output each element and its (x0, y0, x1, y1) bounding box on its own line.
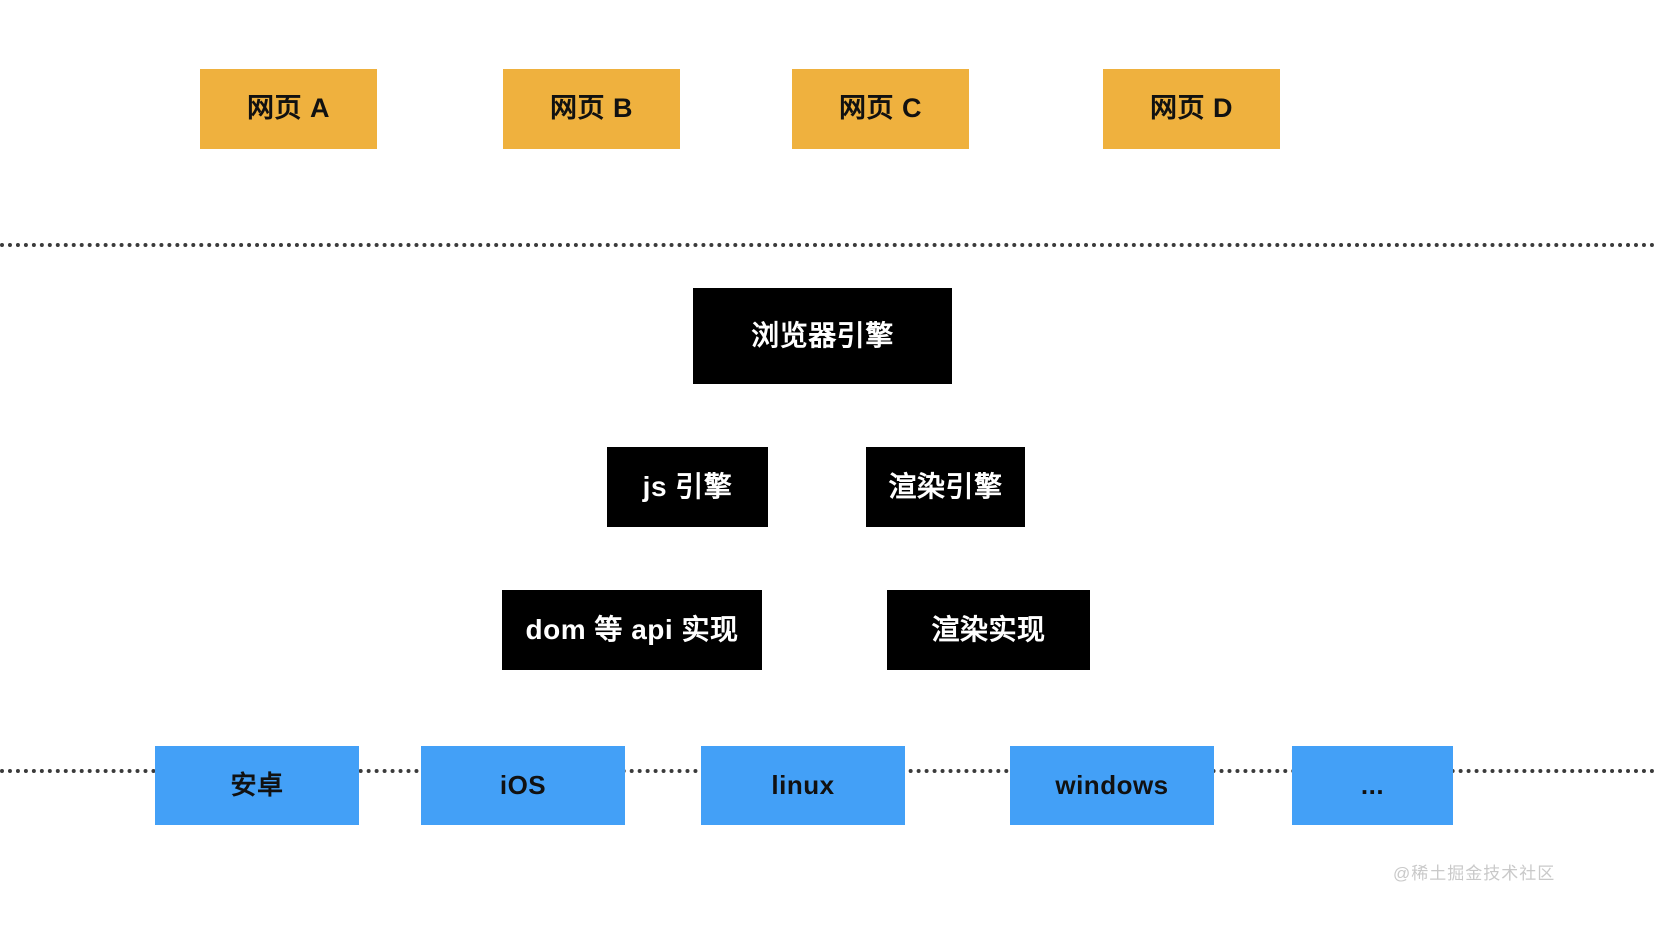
browser-engine-box[interactable]: 浏览器引擎 (693, 288, 952, 384)
render-impl-box[interactable]: 渲染实现 (887, 590, 1090, 670)
os-box-linux-label: linux (771, 770, 835, 801)
dom-api-impl-box[interactable]: dom 等 api 实现 (502, 590, 762, 670)
browser-engine-label: 浏览器引擎 (751, 319, 894, 351)
dom-api-impl-label: dom 等 api 实现 (525, 613, 739, 645)
page-box-c-label: 网页 C (839, 93, 922, 124)
page-box-a[interactable]: 网页 A (200, 69, 377, 149)
watermark: @稀土掘金技术社区 (1393, 864, 1556, 883)
os-box-windows[interactable]: windows (1010, 746, 1214, 825)
os-box-android[interactable]: 安卓 (155, 746, 359, 825)
os-box-ios[interactable]: iOS (421, 746, 625, 825)
page-box-a-label: 网页 A (247, 93, 330, 124)
os-box-more[interactable]: ... (1292, 746, 1453, 825)
page-box-b-label: 网页 B (550, 93, 633, 124)
page-box-d[interactable]: 网页 D (1103, 69, 1280, 149)
os-box-more-label: ... (1360, 770, 1385, 801)
render-engine-label: 渲染引擎 (888, 470, 1003, 502)
page-box-c[interactable]: 网页 C (792, 69, 969, 149)
os-box-linux[interactable]: linux (701, 746, 905, 825)
js-engine-box[interactable]: js 引擎 (607, 447, 768, 527)
render-impl-label: 渲染实现 (931, 613, 1046, 645)
divider-pages-engine (0, 243, 1656, 247)
render-engine-box[interactable]: 渲染引擎 (866, 447, 1025, 527)
js-engine-label: js 引擎 (642, 470, 733, 502)
page-box-b[interactable]: 网页 B (503, 69, 680, 149)
os-box-android-label: 安卓 (230, 770, 284, 801)
os-box-windows-label: windows (1055, 770, 1169, 801)
page-box-d-label: 网页 D (1150, 93, 1233, 124)
os-box-ios-label: iOS (499, 770, 547, 801)
